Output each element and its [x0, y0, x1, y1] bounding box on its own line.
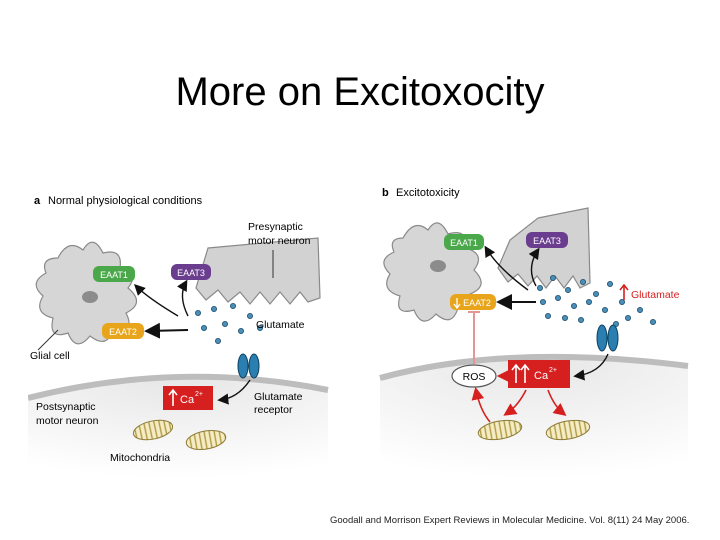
glutamate-label: Glutamate: [256, 319, 305, 331]
glutamate-up-arrow-icon: [619, 283, 629, 300]
mitochondrion-b-2: [545, 419, 591, 441]
presynaptic-label-line2: motor neuron: [248, 235, 311, 247]
glutamate-label-b: Glutamate: [631, 289, 680, 301]
eaat2-transporter: [102, 323, 144, 339]
excitotoxicity-figure: a Normal physiological conditions Presyn…: [27, 178, 708, 478]
eaat1-label: EAAT1: [100, 270, 128, 280]
postsynaptic-membrane-b: [380, 356, 688, 478]
eaat3-label: EAAT3: [177, 268, 205, 278]
presynaptic-label-line1: Presynaptic: [248, 221, 303, 233]
glutamate-receptor-left: [237, 353, 249, 379]
postsynaptic-label-line2: motor neuron: [36, 415, 99, 427]
glutamate-receptor-right: [248, 353, 260, 379]
arrow-to-eaat2: [144, 322, 189, 339]
glial-pointer: [37, 329, 59, 351]
glial-nucleus-b: [430, 260, 446, 272]
arrow-calcium-to-mito-1: [503, 389, 527, 416]
glutamate-molecules-b: [536, 275, 657, 327]
calcium-box-b: [508, 360, 570, 388]
arrow-to-eaat1-b: [484, 245, 529, 291]
panel-b-letter: b: [382, 187, 389, 199]
eaat1-transporter: [93, 266, 135, 282]
eaat1-transporter-b: [444, 234, 484, 250]
eaat2-label: EAAT2: [109, 327, 137, 337]
citation: Goodall and Morrison Expert Reviews in M…: [330, 515, 690, 526]
calcium-charge-b: 2+: [549, 367, 557, 374]
mitochondrion-1: [132, 419, 174, 441]
panel-a-letter: a: [34, 195, 41, 207]
postsynaptic-membrane-edge-b: [379, 353, 689, 381]
eaat1-label-b: EAAT1: [450, 238, 478, 248]
panel-a: a Normal physiological conditions Presyn…: [27, 195, 329, 478]
glutamate-receptor-left-b: [596, 324, 608, 352]
glutamate-receptor-right-b: [607, 324, 619, 352]
slide-title: More on Excitoxocity: [175, 70, 545, 114]
postsynaptic-membrane-edge: [27, 373, 329, 401]
arrow-calcium-to-mito-2: [547, 389, 567, 416]
ros-label: ROS: [463, 371, 486, 383]
arrow-to-eaat3-b: [528, 247, 540, 287]
postsynaptic-membrane: [28, 376, 328, 478]
eaat3-transporter-b: [526, 232, 568, 248]
calcium-up-arrow-icon: [168, 388, 178, 406]
calcium-up-arrow-icon-2: [520, 363, 530, 383]
postsynaptic-label-line1: Postsynaptic: [36, 401, 96, 413]
glutamate-molecules: [194, 303, 263, 344]
receptor-label-line1: Glutamate: [254, 391, 303, 403]
mitochondria-label: Mitochondria: [110, 452, 170, 464]
panel-a-heading: Normal physiological conditions: [48, 195, 203, 207]
mitochondrion-2: [185, 429, 227, 451]
calcium-up-arrow-icon-1: [511, 363, 521, 383]
calcium-label: Ca: [180, 394, 195, 406]
presynaptic-neuron: [195, 237, 321, 305]
glial-cell-label: Glial cell: [30, 350, 70, 362]
arrow-receptor-to-calcium-b: [573, 353, 609, 381]
eaat2-label-b: EAAT2: [463, 298, 491, 308]
calcium-charge: 2+: [195, 391, 203, 398]
glial-nucleus: [82, 291, 98, 303]
arrow-to-eaat1: [134, 284, 179, 317]
eaat3-transporter: [171, 264, 211, 280]
arrow-receptor-to-calcium: [217, 379, 251, 405]
calcium-label-b: Ca: [534, 370, 549, 382]
eaat2-down-arrow-icon: [453, 298, 461, 310]
eaat3-label-b: EAAT3: [533, 236, 561, 246]
mitochondrion-b-1: [477, 419, 523, 441]
panel-b: b Excitotoxicity EAAT1 EAAT3 EAAT2 Gluta…: [379, 187, 689, 478]
receptor-label-line2: receptor: [254, 404, 293, 416]
arrow-to-eaat3: [176, 279, 189, 317]
figure-svg: a Normal physiological conditions Presyn…: [27, 187, 689, 478]
calcium-box: [163, 386, 213, 410]
panel-b-heading: Excitotoxicity: [396, 187, 460, 199]
eaat2-transporter-b: [450, 294, 496, 310]
arrow-mito-to-ros: [471, 386, 491, 423]
